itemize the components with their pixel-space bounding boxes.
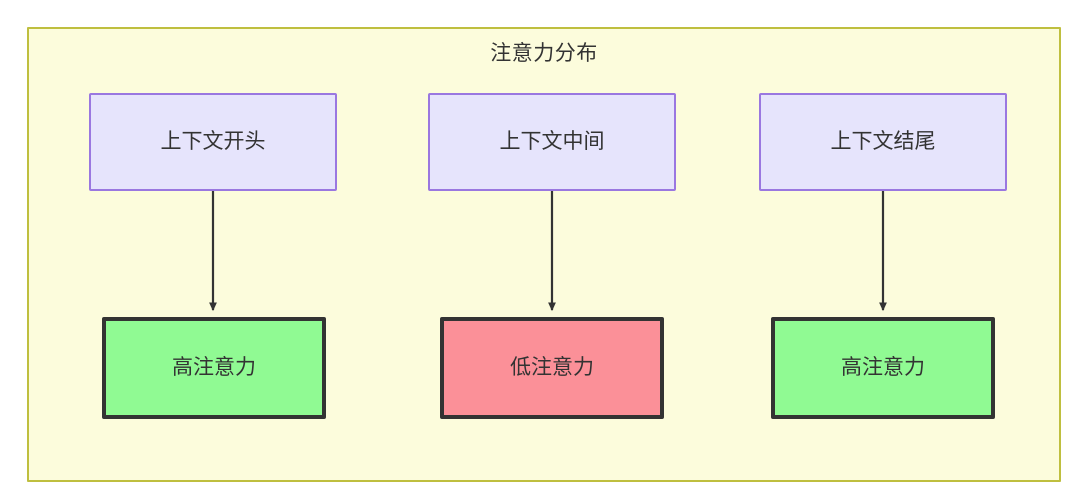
node-low-attention-middle-label: 低注意力 <box>510 356 594 380</box>
node-context-start-label: 上下文开头 <box>160 130 266 154</box>
node-context-end-label: 上下文结尾 <box>830 130 936 154</box>
node-high-attention-start-label: 高注意力 <box>172 356 256 380</box>
node-context-middle-label: 上下文中间 <box>499 130 605 154</box>
node-high-attention-start[interactable]: 高注意力 <box>102 317 326 419</box>
node-context-start[interactable]: 上下文开头 <box>89 93 337 191</box>
node-context-end[interactable]: 上下文结尾 <box>759 93 1007 191</box>
node-high-attention-end-label: 高注意力 <box>841 356 925 380</box>
subgraph-title: 注意力分布 <box>490 42 598 65</box>
node-low-attention-middle[interactable]: 低注意力 <box>440 317 664 419</box>
node-context-middle[interactable]: 上下文中间 <box>428 93 676 191</box>
node-high-attention-end[interactable]: 高注意力 <box>771 317 995 419</box>
